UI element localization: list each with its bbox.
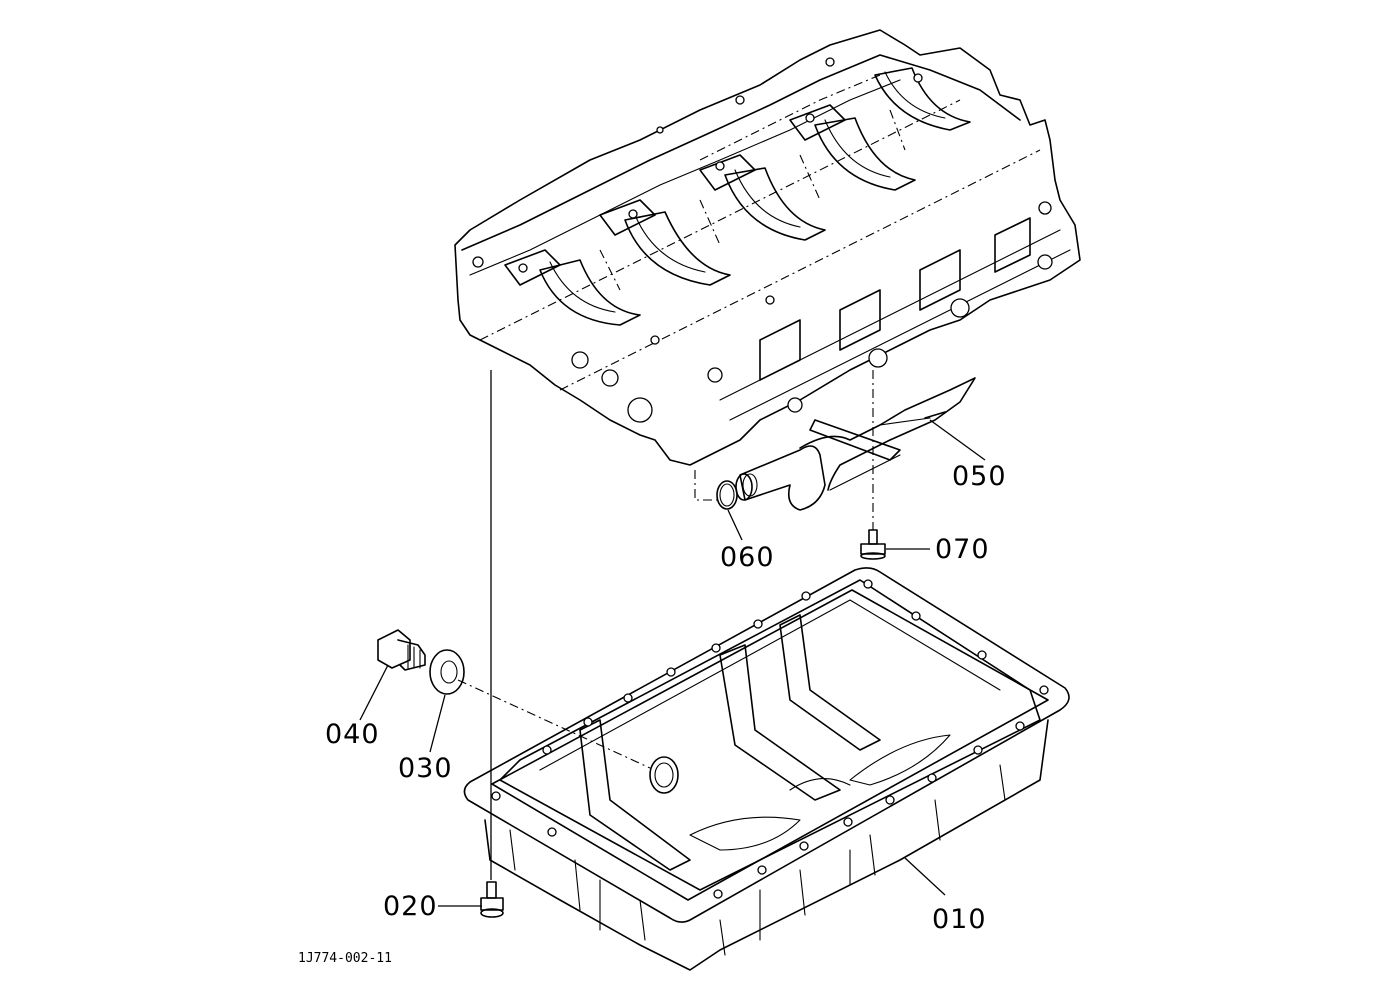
part-label-030: 030: [398, 753, 453, 784]
leader-050: [929, 419, 986, 461]
bearing-saddle-4: [789, 104, 916, 191]
o-ring: [716, 480, 738, 510]
leader-060: [727, 509, 743, 541]
pan-bolt: [480, 881, 504, 918]
leader-010: [904, 857, 946, 896]
cylinder-block: [454, 29, 1081, 466]
part-label-050: 050: [952, 461, 1007, 492]
drain-plug: [377, 629, 426, 671]
part-label-060: 060: [720, 542, 775, 573]
part-label-010: 010: [932, 904, 987, 935]
bearing-saddle-1: [504, 249, 641, 326]
drain-plug-gasket: [429, 649, 465, 695]
oil-pan: [463, 567, 1070, 971]
bearing-saddle-5: [874, 67, 971, 131]
part-label-020: 020: [383, 891, 438, 922]
centerline-060: [694, 470, 720, 501]
strainer-bolt: [860, 370, 886, 560]
drawing-code: 1J774-002-11: [298, 951, 392, 966]
centerline-drain: [457, 679, 651, 769]
part-label-040: 040: [325, 719, 380, 750]
leader-030: [429, 694, 446, 753]
oil-strainer: [735, 377, 976, 511]
bearing-saddle-2: [599, 199, 731, 286]
part-label-070: 070: [935, 534, 990, 565]
leader-040: [359, 664, 389, 721]
